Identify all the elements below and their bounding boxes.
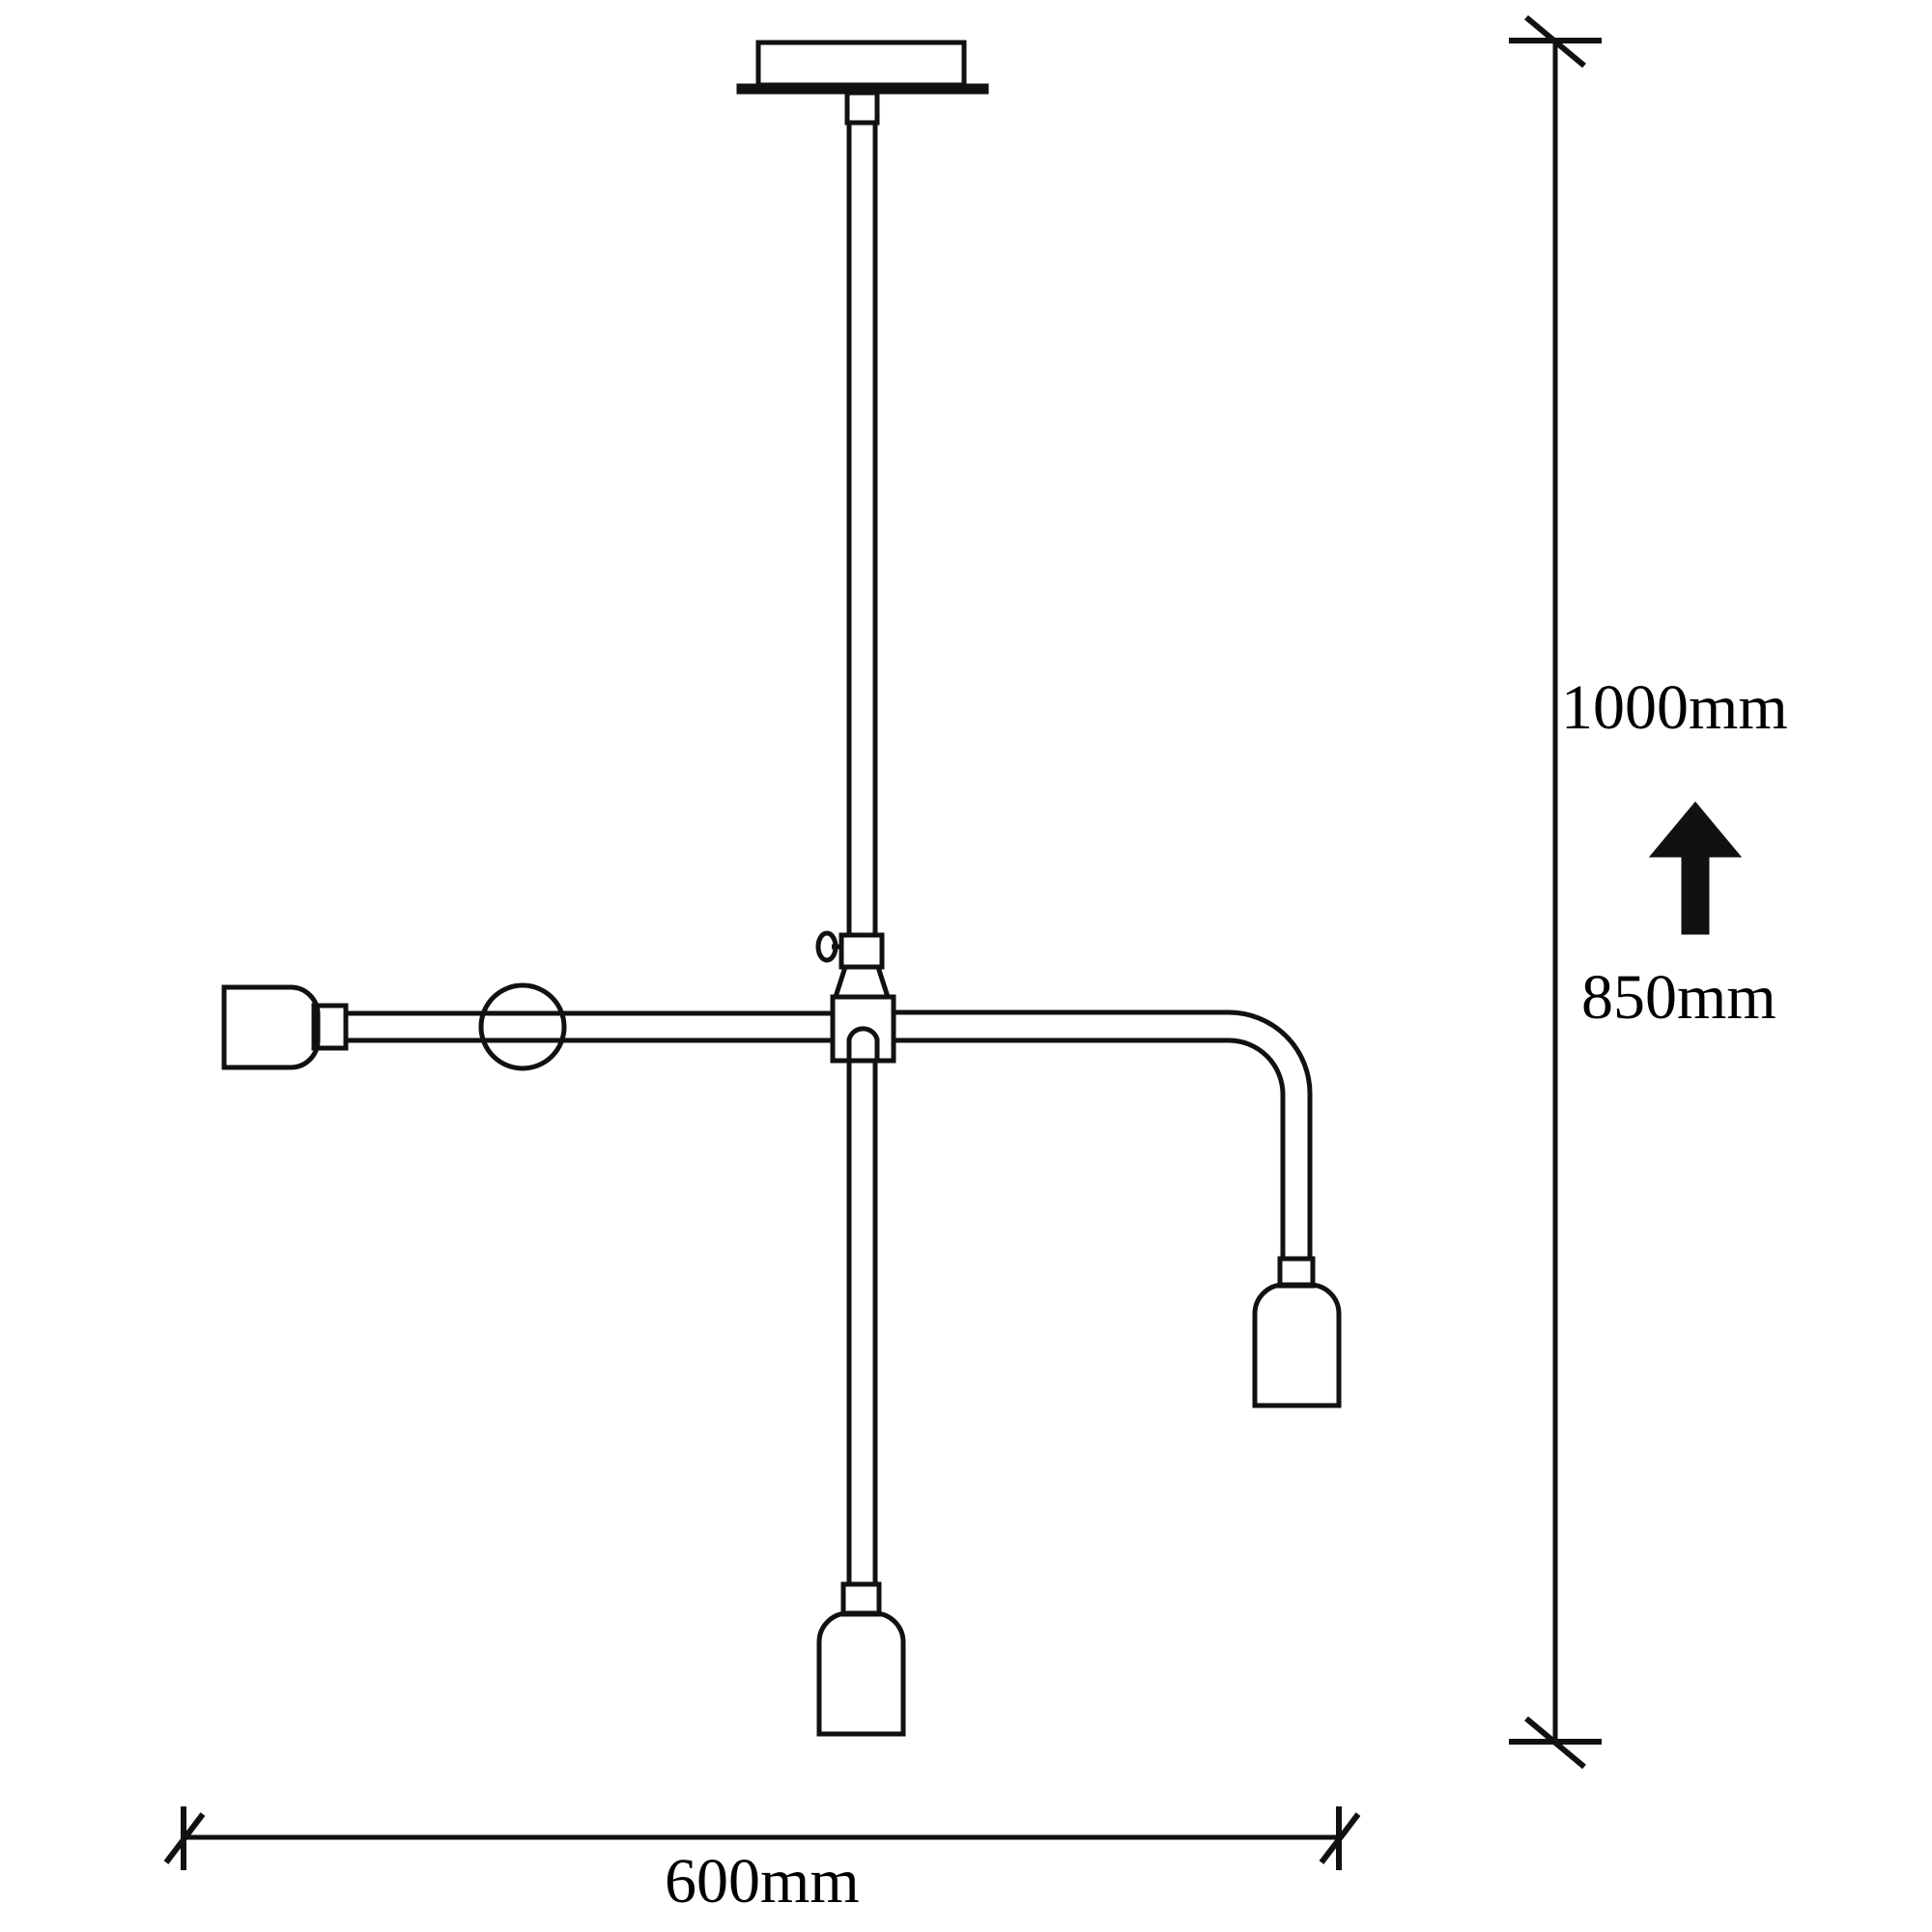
drop-rod bbox=[846, 123, 878, 935]
left-arm-rod bbox=[346, 1010, 833, 1043]
bottom-socket-collar bbox=[840, 1581, 882, 1617]
decorative-sphere bbox=[478, 982, 567, 1071]
left-bulb-socket bbox=[221, 984, 321, 1070]
horizontal-dimension-tick-right bbox=[1319, 1806, 1361, 1870]
dimension-label-width: 600mm bbox=[665, 1846, 860, 1917]
up-arrow-icon bbox=[1648, 801, 1743, 935]
right-bulb-socket bbox=[1252, 1282, 1342, 1408]
thumbscrew-knob bbox=[815, 930, 841, 963]
bottom-rod bbox=[846, 1061, 878, 1585]
dimension-label-height-upper: 1000mm bbox=[1561, 672, 1788, 743]
right-socket-collar bbox=[1277, 1256, 1316, 1289]
canopy-connector-block bbox=[844, 90, 880, 126]
vertical-dimension-tick-bottom bbox=[1509, 1716, 1602, 1770]
ceiling-canopy-plate bbox=[736, 40, 989, 95]
horizontal-dimension-tick-left bbox=[163, 1806, 206, 1870]
cross-junction-block bbox=[830, 994, 896, 1064]
adjuster-collar bbox=[832, 932, 892, 1000]
right-arm-rod bbox=[894, 1009, 1313, 1261]
dimension-label-height-lower: 850mm bbox=[1581, 962, 1776, 1033]
left-socket-collar bbox=[311, 1003, 349, 1051]
bottom-bulb-socket bbox=[816, 1610, 906, 1737]
vertical-dimension-tick-top bbox=[1509, 14, 1602, 69]
